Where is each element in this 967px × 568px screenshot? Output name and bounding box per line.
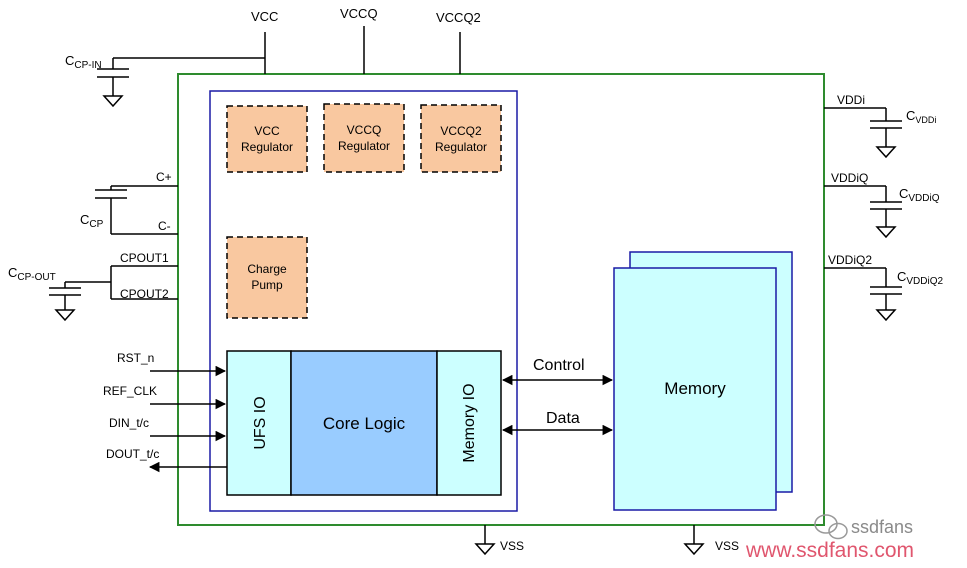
vddi-capacitor	[824, 107, 902, 159]
watermark-url: www.ssdfans.com	[745, 539, 914, 562]
data-bus-label: Data	[546, 410, 580, 427]
ufs-io-label: UFS IO	[252, 396, 269, 449]
memory-buses	[501, 374, 614, 436]
watermark-brand: ssdfans	[851, 517, 913, 537]
vccq2-label: VCCQ2	[436, 10, 481, 25]
charge-pump-block	[226, 236, 308, 319]
vcc-regulator-label-1: VCC	[254, 124, 280, 138]
rst-n-pin: RST_n	[117, 351, 154, 365]
vcc-regulator-block	[226, 105, 308, 173]
dout-pin: DOUT_t/c	[106, 447, 159, 461]
cvddiq-label: CVDDiQ	[899, 186, 940, 204]
ccp-out-label: CCP-OUT	[8, 265, 56, 283]
ref-clk-pin: REF_CLK	[103, 384, 157, 398]
vccq-regulator-label-2: Regulator	[338, 139, 390, 153]
c-plus-pin: C+	[156, 170, 172, 184]
vss-label-2: VSS	[715, 539, 739, 553]
vccq2-regulator-label-1: VCCQ2	[440, 124, 482, 138]
controller-boundary	[209, 90, 518, 512]
wechat-icon	[814, 514, 848, 540]
vccq-label: VCCQ	[340, 6, 378, 21]
memory-block	[613, 267, 777, 511]
vddi-pin: VDDi	[837, 93, 865, 107]
core-logic-label: Core Logic	[323, 414, 406, 433]
cpout2-pin: CPOUT2	[120, 287, 169, 301]
cpout1-pin: CPOUT1	[120, 251, 169, 265]
io-signal-lines	[148, 365, 227, 473]
vcc-label: VCC	[251, 9, 278, 24]
ccp-in-capacitor	[97, 57, 265, 108]
ccp-capacitor	[95, 185, 178, 235]
memory-io-label: Memory IO	[461, 383, 478, 462]
ccp-label: CCP	[80, 212, 104, 230]
vcc-regulator-label-2: Regulator	[241, 140, 293, 154]
ccp-in-label: CCP-IN	[65, 53, 102, 71]
ccp-out-capacitor	[49, 265, 178, 322]
vss-label-1: VSS	[500, 539, 524, 553]
charge-pump-label-2: Pump	[251, 278, 283, 292]
vccq-regulator-block	[323, 103, 405, 173]
supply-lines	[264, 26, 461, 74]
cvddiq2-label: CVDDiQ2	[897, 269, 944, 287]
vccq2-regulator-block	[420, 104, 502, 173]
vccq-regulator-label-1: VCCQ	[347, 123, 382, 137]
vccq2-regulator-label-2: Regulator	[435, 140, 487, 154]
vddiq2-capacitor	[824, 267, 902, 322]
vddiq-pin: VDDiQ	[831, 171, 868, 185]
memory-io-block	[436, 350, 502, 496]
vddiq-capacitor	[824, 185, 902, 239]
vddiq2-pin: VDDiQ2	[828, 253, 872, 267]
vss-ground-2	[683, 525, 705, 556]
vss-ground-1	[474, 525, 496, 556]
charge-pump-label-1: Charge	[247, 262, 287, 276]
c-minus-pin: C-	[158, 219, 171, 233]
control-bus-label: Control	[533, 357, 585, 374]
memory-label: Memory	[664, 379, 726, 398]
din-pin: DIN_t/c	[109, 416, 149, 430]
cvddi-label: CVDDi	[906, 108, 936, 125]
